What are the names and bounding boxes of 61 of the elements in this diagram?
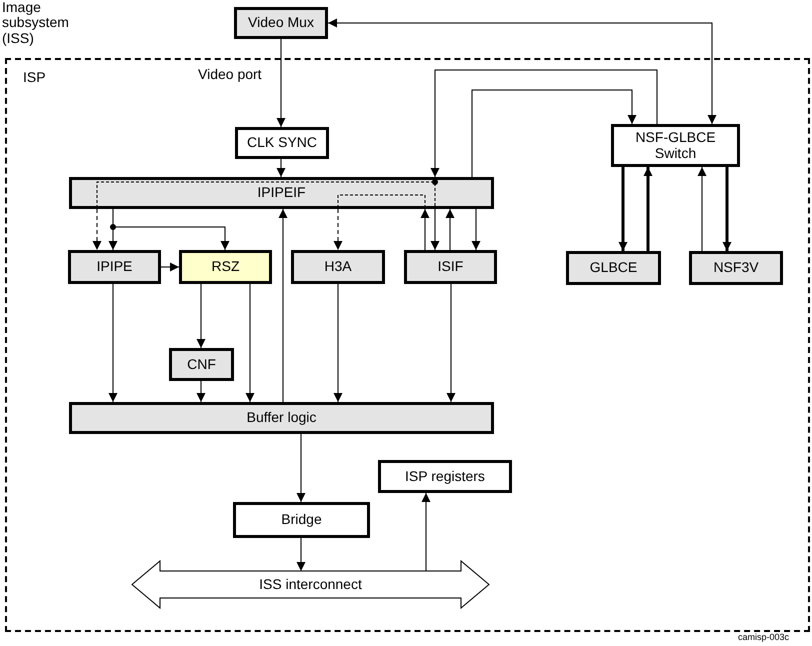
block (404, 250, 497, 284)
block-label: ISIF (438, 259, 464, 275)
arrow (472, 208, 480, 250)
block (233, 502, 370, 538)
arrow (420, 208, 430, 250)
arrow (278, 208, 288, 402)
block-label: NSF-GLBCE Switch (634, 130, 717, 161)
arrow (472, 90, 636, 178)
block (68, 250, 161, 284)
block-label: IPIPEIF (257, 185, 306, 201)
arrow (430, 70, 658, 178)
block-label: Video Mux (248, 15, 314, 31)
block-label: ISP registers (405, 468, 485, 484)
block-label: RSZ (212, 259, 240, 275)
arrow (334, 284, 342, 402)
block (179, 250, 272, 284)
block-label: GLBCE (590, 260, 638, 276)
arrow (334, 208, 342, 250)
arrow (618, 167, 628, 251)
block (235, 127, 329, 159)
arrow (196, 380, 206, 402)
arrow (698, 166, 706, 252)
arrow (446, 284, 456, 402)
arrow (276, 158, 286, 178)
arrow (644, 167, 652, 251)
arrow (328, 18, 716, 124)
interface-bar (69, 177, 494, 209)
arrow (246, 284, 254, 402)
arrow (722, 167, 732, 251)
block-label: ISS interconnect (259, 576, 362, 592)
block (169, 348, 234, 381)
bus-double-arrow (132, 561, 489, 608)
isp-region (5, 58, 810, 632)
system-label: Image subsystem (ISS) (2, 0, 70, 46)
edge-label: Video port (196, 66, 264, 82)
arrow (422, 492, 430, 572)
arrow (196, 284, 206, 348)
arrow (160, 262, 180, 272)
arrow (276, 38, 286, 128)
block (234, 7, 328, 39)
figure-id: camisp-003c (738, 633, 790, 643)
arrow (92, 208, 102, 250)
block-label: IPIPE (96, 259, 132, 275)
arrow (108, 284, 118, 402)
arrow (430, 208, 440, 250)
block (566, 251, 661, 285)
block (378, 460, 512, 493)
block-label: CNF (187, 356, 216, 372)
block-label: ISP (23, 70, 46, 86)
arrow (296, 538, 306, 572)
block-label: H3A (324, 259, 352, 275)
switch-block (611, 124, 740, 167)
block (291, 250, 385, 284)
block-label: NSF3V (713, 260, 759, 276)
arrow (446, 208, 454, 250)
buffer-bar (69, 402, 494, 434)
block-label: Bridge (281, 512, 322, 528)
block-label: Buffer logic (246, 410, 316, 426)
arrow (296, 434, 306, 502)
block-label: CLK SYNC (246, 135, 318, 151)
block (689, 251, 783, 285)
